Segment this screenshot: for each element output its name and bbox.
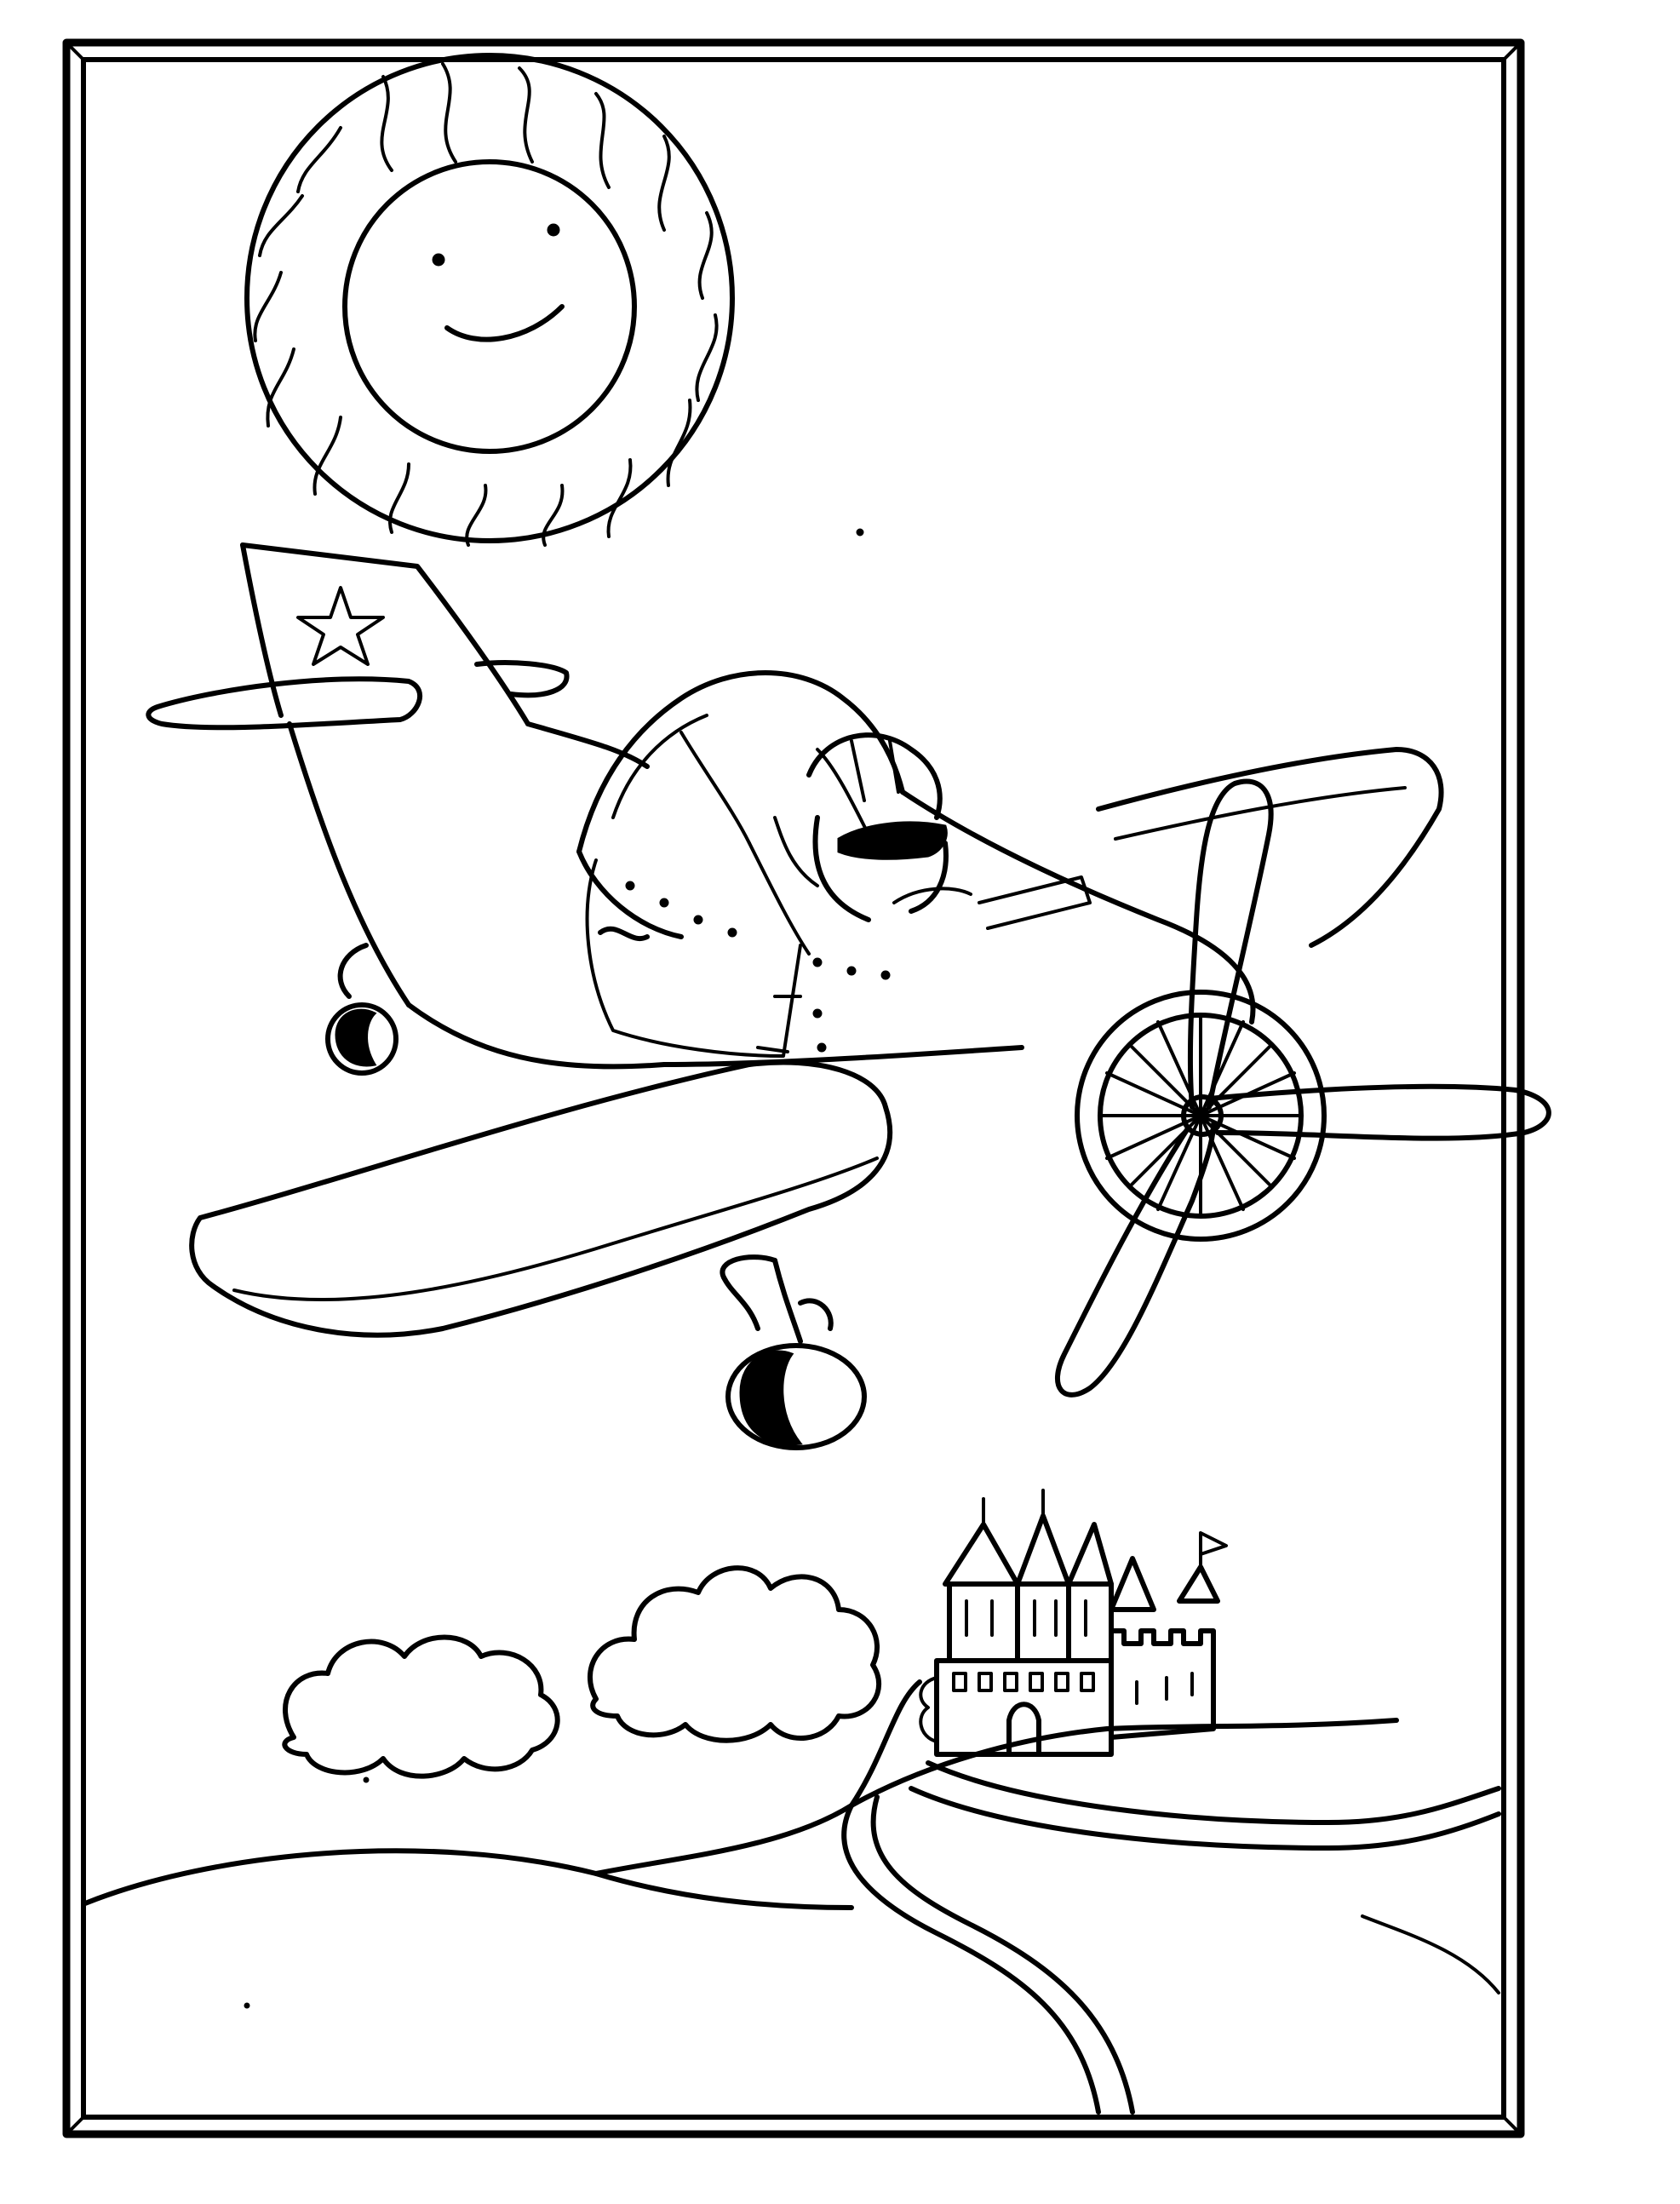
hills-icon xyxy=(83,1679,1501,2115)
castle-icon xyxy=(919,1489,1228,1757)
pilot-icon xyxy=(773,732,1092,930)
cloud-icon xyxy=(282,1565,882,1779)
sun-icon xyxy=(244,53,735,547)
airplane-icon xyxy=(146,542,1551,1450)
